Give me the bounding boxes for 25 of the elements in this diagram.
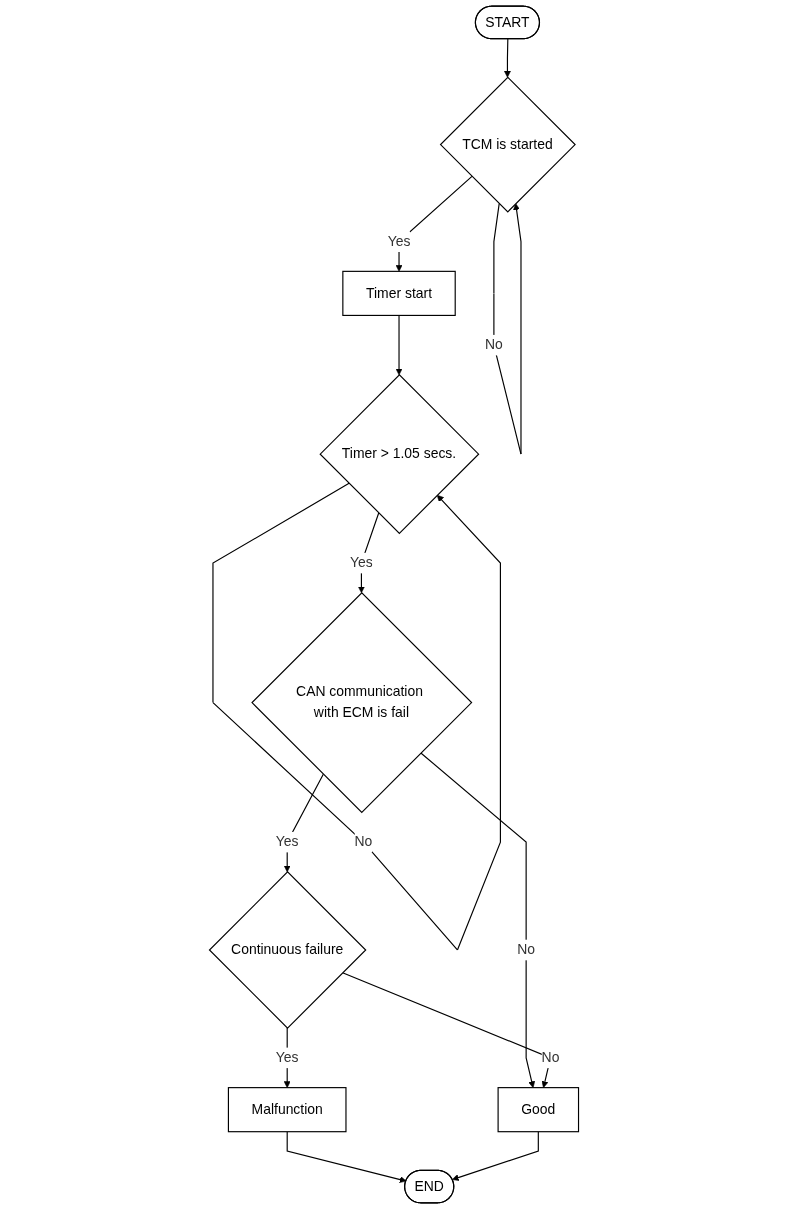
arrow (283, 773, 324, 873)
edge-label: Yes (275, 1049, 299, 1066)
edge-label: No (485, 337, 503, 353)
arrow (358, 512, 380, 594)
edge-label: Yes (350, 554, 373, 571)
arrow (395, 175, 473, 272)
node-diamond: Timer > 1.05 secs. (319, 374, 480, 535)
node-box: Timer start (342, 270, 456, 316)
node-diamond: Continuous failure (208, 871, 367, 1029)
arrow (420, 752, 536, 1088)
node-box: Malfunction (227, 1087, 347, 1133)
node-diamond: CAN communication with ECM is fail (251, 592, 473, 814)
arrow (286, 1131, 407, 1183)
arrow (452, 1131, 539, 1181)
arrow (212, 482, 501, 951)
edge-label: Yes (275, 834, 299, 850)
node-diamond: TCM is started (439, 76, 576, 213)
edge-label: Yes (387, 233, 411, 249)
arrow (493, 203, 522, 455)
arrow (395, 314, 403, 376)
edge-label: No (541, 1049, 560, 1066)
arrow (504, 38, 511, 78)
edge-label: No (517, 941, 536, 958)
edge-label: No (354, 834, 373, 850)
node-box: Good (497, 1087, 580, 1133)
